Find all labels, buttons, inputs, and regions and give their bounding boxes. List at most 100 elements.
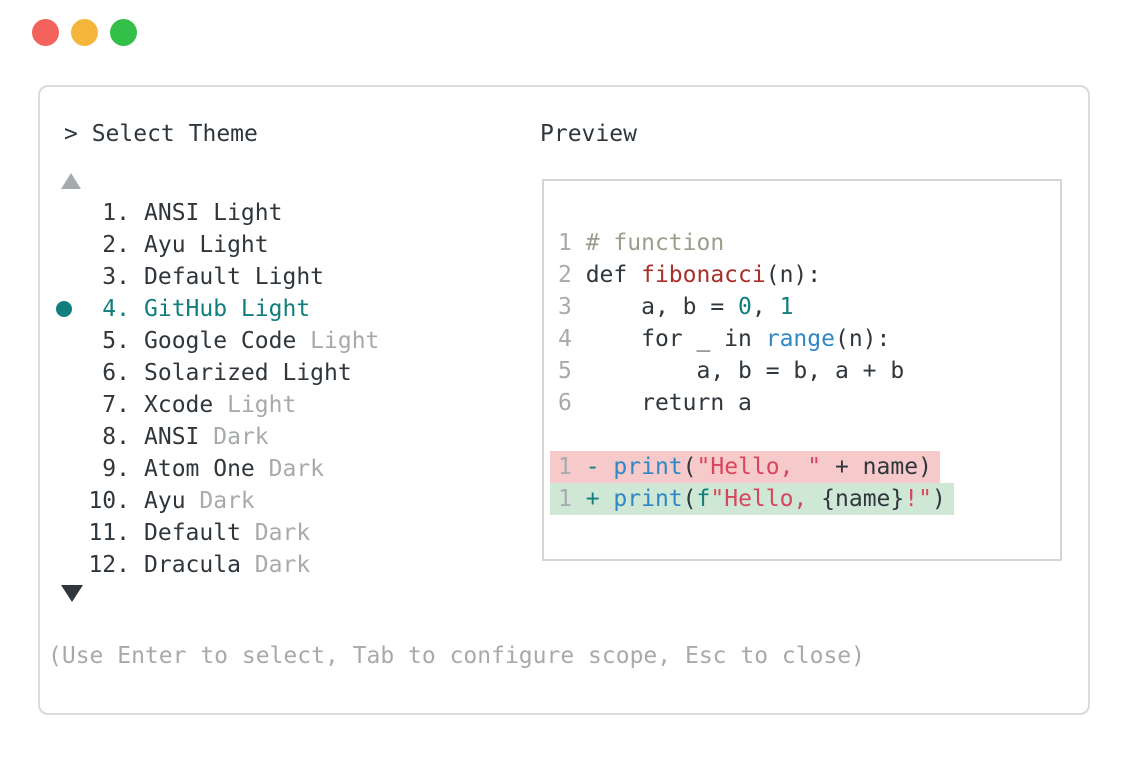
theme-item-label: Google Code Light — [144, 328, 380, 354]
theme-item-number: 2. — [102, 232, 130, 258]
line-number: 1 — [558, 454, 572, 480]
theme-item-number: 11. — [88, 520, 130, 546]
theme-item-variant: Light — [227, 392, 297, 418]
theme-item-label: Default Light — [144, 264, 325, 290]
code-line: 4 for _ in range(n): — [550, 323, 898, 355]
line-number: 1 — [558, 230, 572, 256]
code-token: a, b = b, a + b — [585, 358, 905, 384]
code-token: print — [613, 486, 683, 512]
theme-item-number: 12. — [88, 552, 130, 578]
scroll-down-icon[interactable] — [61, 585, 83, 602]
theme-item-label: ANSI Dark — [144, 424, 269, 450]
code-token: 1 — [779, 294, 794, 320]
code-token: return a — [585, 390, 752, 416]
theme-item-dracula[interactable]: 12. Dracula Dark — [54, 549, 379, 581]
code-token: ) — [931, 486, 946, 512]
theme-item-solarized-light[interactable]: 6. Solarized Light — [54, 357, 379, 389]
close-button[interactable] — [32, 19, 59, 46]
theme-picker-panel: > Select Theme Preview 1. ANSI Light 2. Ayu… — [38, 85, 1090, 715]
theme-item-number: 6. — [102, 360, 130, 386]
theme-item-label: Default Dark — [144, 520, 311, 546]
theme-item-default-light[interactable]: 3. Default Light — [54, 261, 379, 293]
code-token: a, b = — [585, 294, 739, 320]
code-line: 5 a, b = b, a + b — [550, 355, 912, 387]
theme-item-variant: Dark — [199, 488, 255, 514]
code-line-removed: 1- print("Hello, " + name) — [550, 451, 940, 483]
theme-item-variant: Light — [310, 328, 380, 354]
theme-list: 1. ANSI Light 2. Ayu Light 3. Default Light 4.… — [54, 197, 379, 581]
code-token: (n): — [834, 326, 891, 352]
line-number: 2 — [558, 262, 572, 288]
code-token: print — [613, 454, 683, 480]
code-token: {name} — [821, 486, 905, 512]
code-token: fibonacci — [641, 262, 766, 288]
bullet-slot — [54, 301, 82, 317]
code-token: !" — [904, 486, 932, 512]
code-token: - — [585, 454, 614, 480]
traffic-lights — [32, 19, 137, 46]
minimize-button[interactable] — [71, 19, 98, 46]
theme-item-label: GitHub Light — [144, 296, 311, 322]
theme-item-ansi-light[interactable]: 1. ANSI Light — [54, 197, 379, 229]
code-token: def — [585, 262, 642, 288]
line-number: 3 — [558, 294, 572, 320]
theme-item-label: Ayu Dark — [144, 488, 255, 514]
code-token: for _ in — [585, 326, 766, 352]
code-token: 0 — [738, 294, 752, 320]
theme-item-label: Dracula Dark — [144, 552, 311, 578]
theme-item-number: 7. — [102, 392, 130, 418]
theme-item-github-light[interactable]: 4. GitHub Light — [54, 293, 379, 325]
preview-box: 1 # function 2 def fibonacci (n): 3 a, b = 0,… — [542, 179, 1062, 561]
theme-item-variant: Dark — [254, 520, 311, 546]
code-line: 1 # function — [550, 227, 732, 259]
help-text: (Use Enter to select, Tab to configure s… — [48, 643, 865, 669]
theme-item-variant: Dark — [213, 424, 269, 450]
code-token: "Hello, " — [696, 454, 822, 480]
picker-title: > Select Theme — [64, 121, 258, 147]
theme-item-number: 5. — [102, 328, 130, 354]
theme-item-number: 8. — [102, 424, 130, 450]
theme-item-label: ANSI Light — [144, 200, 283, 226]
theme-item-label: Solarized Light — [144, 360, 352, 386]
theme-item-google-code[interactable]: 5. Google Code Light — [54, 325, 379, 357]
code-token: # function — [585, 230, 725, 256]
line-number: 6 — [558, 390, 572, 416]
zoom-button[interactable] — [110, 19, 137, 46]
theme-item-default[interactable]: 11. Default Dark — [54, 517, 379, 549]
theme-item-variant: Dark — [268, 456, 325, 482]
theme-item-label: Atom One Dark — [144, 456, 325, 482]
selected-bullet-icon — [56, 301, 72, 317]
code-token: + — [585, 486, 614, 512]
theme-item-xcode[interactable]: 7. Xcode Light — [54, 389, 379, 421]
scroll-up-icon[interactable] — [61, 173, 81, 189]
code-token: ( — [682, 454, 697, 480]
theme-item-number: 4. — [102, 296, 130, 322]
theme-item-number: 10. — [88, 488, 130, 514]
preview-title: Preview — [540, 121, 637, 147]
code-line-added: 1 + print(f"Hello, {name}!") — [550, 483, 954, 515]
theme-item-label: Xcode Light — [144, 392, 297, 418]
line-number: 1 — [558, 486, 572, 512]
line-number: 4 — [558, 326, 572, 352]
code-token: f — [696, 486, 711, 512]
code-line — [550, 419, 594, 451]
code-line: 6 return a — [550, 387, 760, 419]
theme-item-number: 9. — [102, 456, 130, 482]
code-block: 1 # function 2 def fibonacci (n): 3 a, b = 0,… — [544, 181, 1060, 515]
theme-item-atom-one[interactable]: 9. Atom One Dark — [54, 453, 379, 485]
code-line: 3 a, b = 0, 1 — [550, 291, 801, 323]
theme-item-ansi[interactable]: 8. ANSI Dark — [54, 421, 379, 453]
code-token: ( — [682, 486, 697, 512]
code-token: range — [765, 326, 835, 352]
theme-item-ayu-light[interactable]: 2. Ayu Light — [54, 229, 379, 261]
code-token: + name) — [821, 454, 932, 480]
theme-item-variant: Dark — [254, 552, 311, 578]
theme-item-number: 3. — [102, 264, 130, 290]
theme-item-ayu[interactable]: 10. Ayu Dark — [54, 485, 379, 517]
code-token: "Hello, — [710, 486, 822, 512]
theme-item-label: Ayu Light — [144, 232, 269, 258]
code-token: , — [751, 294, 780, 320]
theme-item-number: 1. — [102, 200, 130, 226]
